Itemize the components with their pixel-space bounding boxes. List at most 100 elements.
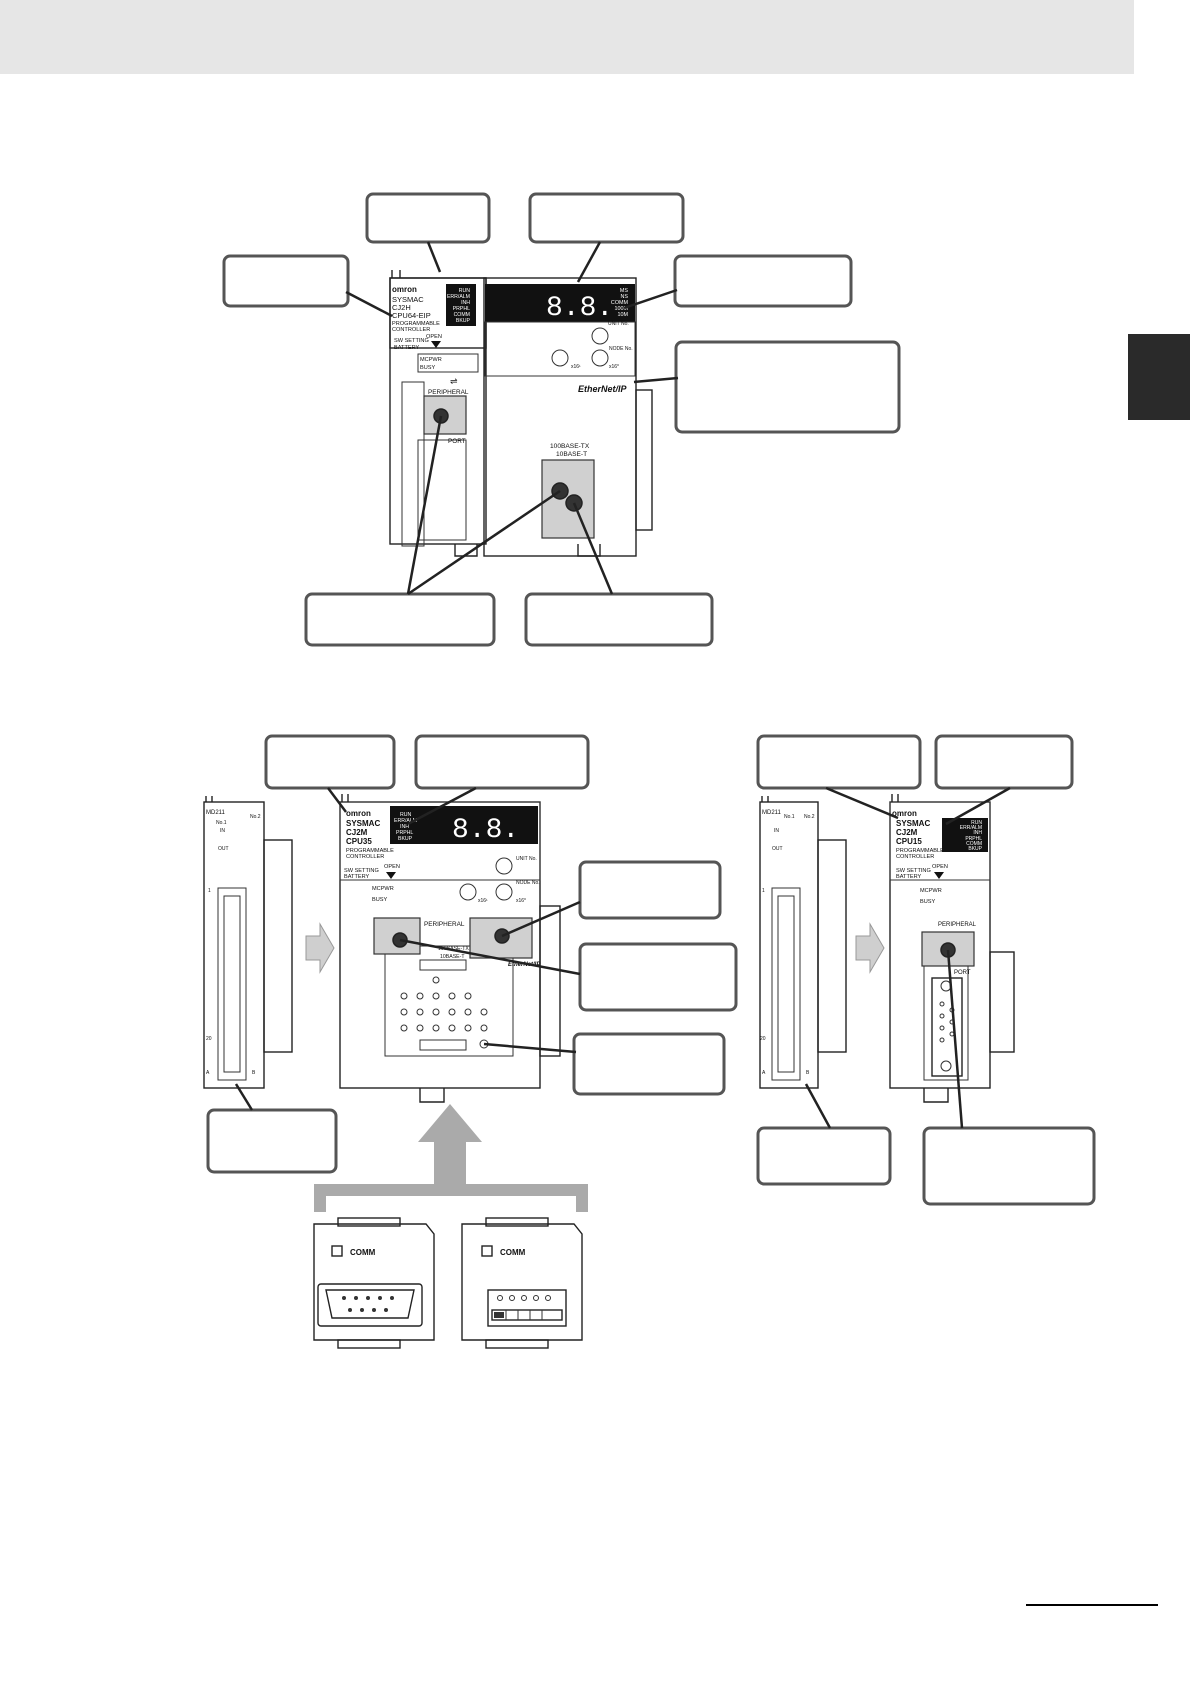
- arrow-right-icon-1: [305, 922, 335, 974]
- unit2-open-arrow-icon: [386, 872, 396, 879]
- unit2-busy: BUSY: [372, 897, 388, 903]
- unit1-unit-no-switch[interactable]: [591, 327, 609, 345]
- option-board-rs422a: COMM: [461, 1217, 583, 1349]
- unit2-node-x160-switch[interactable]: [495, 883, 513, 901]
- board2-terminal-block-icon: [487, 1289, 567, 1327]
- unit1-model-4: CONTROLLER: [392, 327, 430, 333]
- unit3-model-4: CONTROLLER: [896, 854, 934, 860]
- unit1-ind-bkup: BKUP: [456, 318, 471, 324]
- board1-comm-label: COMM: [350, 1248, 376, 1257]
- unit3-ind-comm: COMM: [966, 841, 982, 847]
- unit3-ind-bkup: BKUP: [968, 846, 982, 852]
- io2-model: MD211: [762, 810, 782, 816]
- unit3-port: PORT: [954, 970, 971, 976]
- unit3-peripheral: PERIPHERAL: [938, 922, 977, 928]
- unit2-mcpwr: MCPWR: [372, 886, 394, 892]
- callout-bl-f: [206, 1108, 338, 1174]
- io1-pin20: 20: [206, 1036, 212, 1042]
- callout-br-a: [756, 734, 922, 790]
- unit1-x161: x16¹: [571, 364, 581, 370]
- unit2-ind-inh: INH: [400, 824, 409, 830]
- callout-bottom-left: [304, 592, 496, 647]
- unit2-base-t: 10BASE-T: [440, 954, 465, 960]
- unit3-ind-inh: INH: [973, 830, 982, 836]
- unit2-peripheral: PERIPHERAL: [424, 921, 465, 928]
- io-unit-right: MD211 No.1 No.2 IN OUT 1 20 A B: [759, 796, 847, 1089]
- callout-br-b: [934, 734, 1074, 790]
- unit2-open: OPEN: [384, 864, 400, 870]
- cj2m-cpu15-unit: omron SYSMAC CJ2M CPU15 PROGRAMMABLE CON…: [889, 794, 1015, 1103]
- unit2-unit-no: UNIT No.: [516, 856, 537, 862]
- arrow-up-icon: [418, 1104, 482, 1186]
- io1-col-a: A: [206, 1070, 210, 1076]
- callout-bl-b: [414, 734, 590, 790]
- unit1-ind-comm: COMM: [454, 312, 470, 318]
- unit2-model-2: CPU35: [346, 837, 372, 846]
- unit1-model-3: PROGRAMMABLE: [392, 321, 440, 327]
- callout-top-right-large: [674, 340, 901, 434]
- unit2-ind-bkup: BKUP: [398, 836, 413, 842]
- unit1-eip-100m: 100M: [615, 306, 629, 312]
- unit1-seven-segment: 8.8.: [546, 293, 613, 324]
- unit3-model-1: CJ2M: [896, 828, 918, 837]
- unit1-ind-run: RUN: [459, 288, 470, 294]
- unit2-battery: BATTERY: [344, 874, 370, 880]
- unit3-battery: BATTERY: [896, 874, 922, 880]
- callout-top-a: [365, 192, 491, 244]
- io1-no2: No.2: [250, 814, 261, 820]
- unit3-serial-port[interactable]: [931, 977, 963, 1077]
- unit1-open: OPEN: [426, 334, 442, 340]
- unit1-ethernet-ip: EtherNet/IP: [578, 384, 628, 394]
- unit1-brand: omron: [392, 285, 417, 294]
- unit2-node-no: NODE No.: [516, 880, 540, 886]
- unit3-ind-err: ERR/ALM: [960, 825, 982, 831]
- io1-model: MD211: [206, 810, 226, 816]
- io1-no1: No.1: [216, 820, 227, 826]
- unit2-ind-run: RUN: [400, 812, 411, 818]
- unit2-unit-no-switch[interactable]: [495, 857, 513, 875]
- unit2-brand: omron: [346, 809, 371, 818]
- board2-comm-label: COMM: [500, 1248, 526, 1257]
- unit1-eip-ms: MS: [620, 288, 628, 294]
- section-tab-marker: [1128, 334, 1190, 420]
- unit1-eip-comm: COMM: [611, 300, 629, 306]
- bottom-left-leader-lines: [234, 786, 581, 1111]
- unit3-ind-run: RUN: [971, 820, 982, 826]
- unit3-model-2: CPU15: [896, 837, 922, 846]
- callout-bl-c: [578, 860, 722, 920]
- callout-top-right: [673, 254, 853, 308]
- unit1-node-x160-switch[interactable]: [591, 349, 609, 367]
- board1-comm-led-icon: [331, 1245, 343, 1257]
- unit1-port: PORT: [448, 438, 466, 445]
- unit3-mcpwr: MCPWR: [920, 888, 942, 894]
- unit3-sw-setting: SW SETTING: [896, 868, 931, 874]
- callout-bl-a: [264, 734, 396, 790]
- unit1-eip-10m: 10M: [618, 312, 629, 318]
- option-board-bracket: [314, 1184, 588, 1212]
- unit2-model-3: PROGRAMMABLE: [346, 848, 394, 854]
- unit1-sw-setting: SW SETTING: [394, 338, 429, 344]
- callout-br-c: [756, 1126, 892, 1186]
- io2-col-a: A: [762, 1070, 766, 1076]
- board1-dsub-connector-icon: [325, 1289, 415, 1319]
- callout-top-b: [528, 192, 685, 244]
- io-unit-left: MD211 No.1 No.2 IN OUT 1 20 A B: [203, 796, 293, 1089]
- unit2-model-4: CONTROLLER: [346, 854, 384, 860]
- unit1-node-x161-switch[interactable]: [551, 349, 569, 367]
- unit2-node-x161-switch[interactable]: [459, 883, 477, 901]
- top-leader-lines: [345, 241, 679, 596]
- unit1-unit-no: UNIT No.: [608, 321, 629, 327]
- unit1-base-t: 10BASE-T: [556, 451, 587, 458]
- io1-pin1: 1: [208, 888, 211, 894]
- cj2m-cpu35-unit: omron SYSMAC CJ2M CPU35 PROGRAMMABLE CON…: [339, 794, 561, 1103]
- unit2-ind-err: ERR/ALM: [394, 818, 417, 824]
- option-board-rs232c: COMM: [313, 1217, 435, 1349]
- io2-pin20: 20: [760, 1036, 766, 1042]
- unit3-brand: omron: [892, 809, 917, 818]
- unit2-ind-prphl: PRPHL: [396, 830, 413, 836]
- unit1-usb-icon: ⇌: [450, 376, 458, 386]
- unit1-ind-err: ERR/ALM: [447, 294, 470, 300]
- callout-br-d: [922, 1126, 1096, 1206]
- bottom-right-callouts: [756, 734, 1096, 1206]
- unit1-indicator-panel: [446, 284, 476, 326]
